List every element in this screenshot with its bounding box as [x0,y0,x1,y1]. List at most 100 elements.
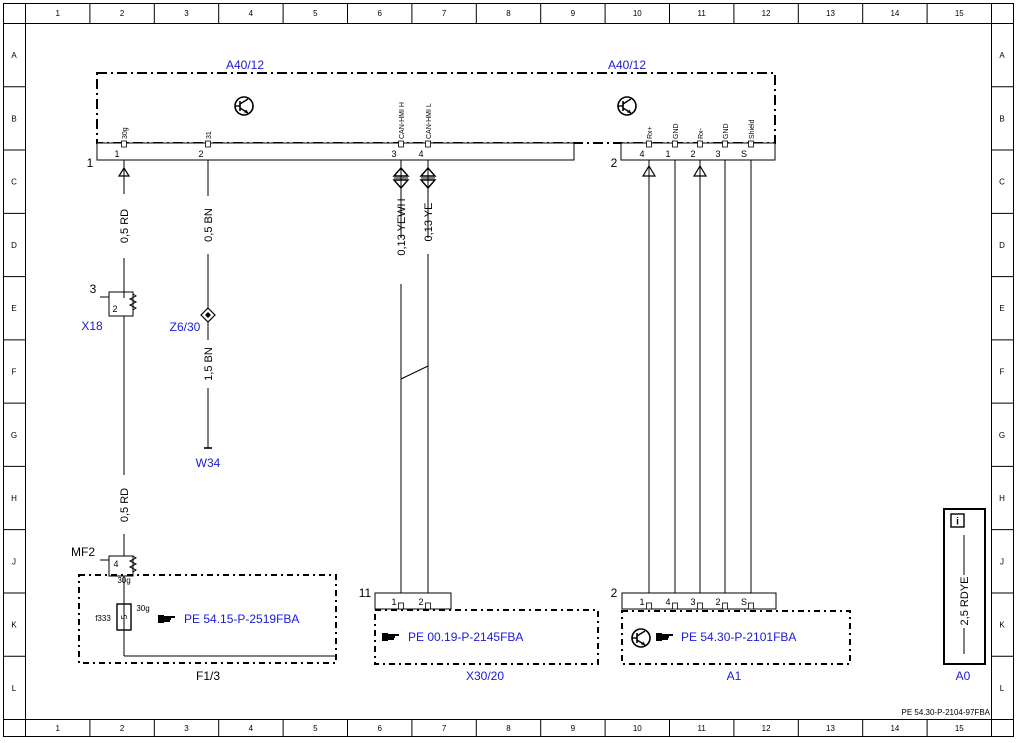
svg-text:i: i [956,517,959,528]
row-letter: K [999,621,1005,630]
row-letter: G [999,431,1005,440]
column-number: 13 [826,724,835,733]
row-letter: L [1000,684,1005,693]
fuse-id: f333 [95,614,111,623]
pin-contact [722,602,728,610]
column-number: 7 [442,724,447,733]
pin-number: 1 [665,149,670,159]
x18-terminal-number: 3 [90,282,97,296]
transistor-symbol-icon [617,96,637,116]
column-number: 4 [249,9,254,18]
pin-name: Rx- [698,127,705,139]
pin-contact [672,602,678,610]
pin-contact [748,140,754,148]
column-number: 6 [377,9,382,18]
row-letter: K [11,621,17,630]
column-number: 10 [633,9,642,18]
pin-contact [646,602,652,610]
wire-label-0-5-rd-upper: 0,5 RD [119,209,131,243]
pin-name: GND [723,123,730,139]
pin-name: CAN-HMI L [426,103,433,139]
column-number: 14 [890,9,899,18]
column-number: 15 [955,9,964,18]
pointing-hand-icon [158,615,175,623]
mf2-label: MF2 [71,545,95,559]
row-letter: L [12,684,17,693]
row-letter: A [11,51,17,60]
pin-name: 31 [206,131,213,139]
column-number: 3 [184,9,189,18]
pin-number: 4 [665,597,670,607]
pointing-hand-icon [656,633,673,641]
transistor-symbol-icon [631,628,651,648]
column-number: 5 [313,9,318,18]
a1-label: A1 [727,669,742,683]
x30-20-box [374,609,599,665]
wire-rx-minus [692,160,708,600]
z6-30-label: Z6/30 [170,320,201,334]
pin-number: 3 [391,149,396,159]
row-letter: B [11,114,16,123]
module-a40-12-label-left: A40/12 [226,58,264,72]
pin-number: 3 [690,597,695,607]
a1-reference-link[interactable]: PE 54.30-P-2101FBA [681,630,796,644]
column-number: 1 [55,9,60,18]
wire-label-0-13-ye: 0,13 YE [423,203,435,242]
pin-contact [672,140,678,148]
pin-contact [398,140,404,148]
pin-name: CAN-HMI H [399,102,406,139]
pin-number: 2 [690,149,695,159]
row-letter: H [999,494,1005,503]
pin-contact [697,602,703,610]
fuse-f333 [116,576,335,657]
transistor-symbol-icon [234,96,254,116]
x30-connector-number: 11 [359,586,372,600]
wire-label-0-5-rd-lower: 0,5 RD [119,488,131,522]
pin-number: 1 [391,597,396,607]
column-number: 15 [955,724,964,733]
pin-name: Rx+ [647,126,654,139]
pin-number: 4 [639,149,644,159]
column-number: 5 [313,724,318,733]
fuse-terminal-top: 30g [117,576,130,585]
column-number: 1 [55,724,60,733]
a1-connector-number: 2 [611,586,618,600]
wire-31 [204,160,212,449]
connector-1-number: 1 [87,156,94,170]
row-letter: F [1000,368,1005,377]
column-number: 8 [506,9,511,18]
row-letter: E [11,304,16,313]
pointing-hand-icon [382,633,399,641]
row-letter: A [999,51,1005,60]
mf2-pin-number: 4 [113,559,118,569]
row-letter: G [11,431,17,440]
drawing-border [3,3,1014,737]
column-number: 6 [377,724,382,733]
pin-contact [646,140,652,148]
pin-contact [722,140,728,148]
fuse-box-f1-3 [78,574,337,664]
column-number: 8 [506,724,511,733]
wire-label-0-13-yewh: 0,13 YEWH [396,198,408,255]
splice-diamond-icon [200,307,216,323]
pin-contact [748,602,754,610]
row-letter: F [12,368,17,377]
wire-rx-plus [641,160,657,600]
fuse-reference-link[interactable]: PE 54.15-P-2519FBA [184,612,299,626]
column-number: 4 [249,724,254,733]
column-number: 14 [890,724,899,733]
x30-reference-link[interactable]: PE 00.19-P-2145FBA [408,630,523,644]
a0-wire-label: 2,5 RDYE [959,577,971,626]
info-box-icon: i [950,513,965,528]
pin-name: Shield [749,119,756,139]
pin-contact [425,602,431,610]
fuse-rating: 5 [120,614,129,619]
column-number: 3 [184,724,189,733]
pin-number: 2 [198,149,203,159]
column-number: 13 [826,9,835,18]
